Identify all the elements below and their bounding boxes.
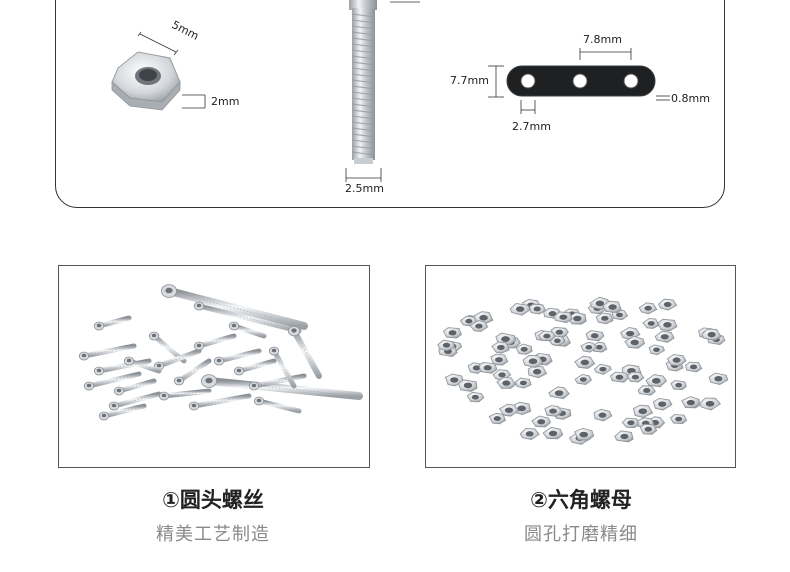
product-photo-screws: [58, 265, 370, 468]
screws-image: [78, 284, 363, 421]
nut-thickness-label: 2mm: [211, 95, 240, 108]
bracket-thickness-label: 0.8mm: [671, 92, 710, 105]
product-subtitle-screws: 精美工艺制造: [156, 524, 270, 545]
screw-diameter-label: 2.5mm: [345, 182, 384, 195]
bracket-length-label: 7.8mm: [583, 33, 622, 46]
spec-illustrations: [111, 0, 670, 182]
product-title-nuts: ②六角螺母: [530, 488, 632, 512]
bracket-hole-label: 2.7mm: [512, 120, 551, 133]
screw-diagram: [345, 0, 420, 182]
nuts-image: [437, 296, 729, 445]
bracket-diagram: [488, 48, 670, 114]
hex-nut-diagram: [111, 31, 206, 111]
product-title-screws: ①圆头螺丝: [162, 488, 264, 512]
bracket-height-label: 7.7mm: [450, 74, 489, 87]
product-subtitle-nuts: 圆孔打磨精细: [524, 524, 638, 545]
product-photo-nuts: [425, 265, 736, 468]
